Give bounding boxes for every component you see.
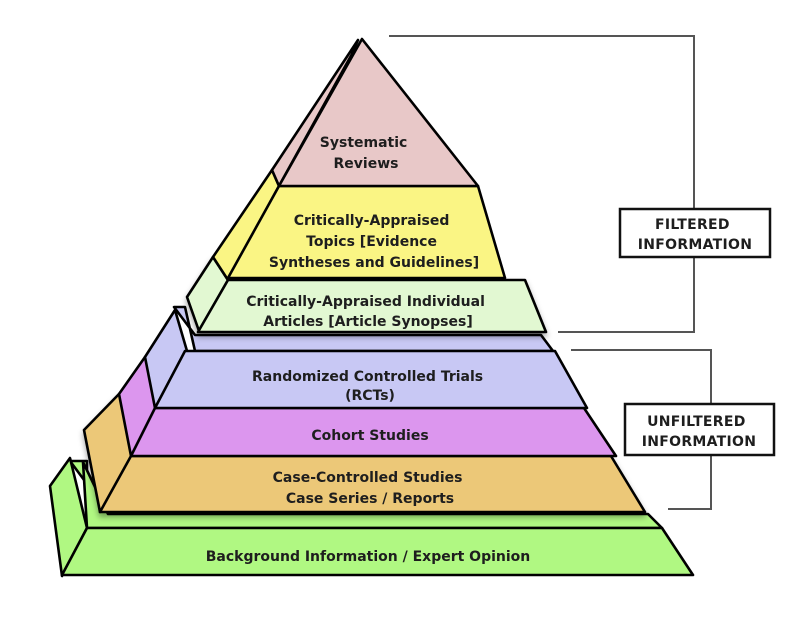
cohort-studies-label: Cohort Studies: [311, 428, 428, 444]
background-front-face: [60, 526, 695, 577]
unfiltered-information-box: [623, 402, 776, 457]
label-line: Case Series / Reports: [286, 491, 454, 507]
label-line: Articles [Article Synopses]: [263, 314, 473, 330]
articles-front-face: [196, 278, 548, 334]
layer-labels: Systematic Reviews Critically-Appraised …: [206, 135, 531, 565]
unfiltered-information-bracket: UNFILTERED INFORMATION: [571, 349, 776, 510]
label-line: Randomized Controlled Trials: [252, 369, 483, 385]
filtered-bracket-line-lower: [558, 257, 695, 333]
layer-critically-appraised-topics: [211, 168, 507, 282]
label-line: (RCTs): [345, 388, 395, 404]
unfiltered-information-label: UNFILTERED INFORMATION: [642, 414, 757, 450]
systematic-front-face: [277, 37, 480, 188]
label-line: Topics [Evidence: [306, 234, 437, 250]
rcts-label: Randomized Controlled Trials (RCTs): [252, 369, 488, 404]
layer-systematic-reviews: [270, 37, 480, 188]
label-line: Background Information / Expert Opinion: [206, 549, 531, 565]
label-line: Reviews: [334, 156, 399, 172]
systematic-side-face: [270, 38, 360, 188]
case-controlled-label: Case-Controlled Studies Case Series / Re…: [273, 470, 468, 507]
label-line: FILTERED: [655, 217, 730, 233]
label-line: Case-Controlled Studies: [273, 470, 463, 486]
filtered-bracket-line: [389, 35, 695, 210]
unfiltered-bracket-line-lower: [668, 455, 712, 510]
label-line: Systematic: [320, 135, 408, 151]
layer-rcts: [143, 305, 589, 410]
filtered-information-bracket: FILTERED INFORMATION: [389, 35, 772, 333]
rct-front-face: [153, 349, 589, 410]
background-information-label: Background Information / Expert Opinion: [206, 549, 531, 565]
label-line: INFORMATION: [638, 237, 753, 253]
label-line: Cohort Studies: [311, 428, 428, 444]
label-line: INFORMATION: [642, 434, 757, 450]
critically-appraised-articles-label: Critically-Appraised Individual Articles…: [246, 294, 490, 330]
layer-background-information: [48, 456, 695, 578]
filtered-information-box: [618, 207, 772, 259]
label-line: Critically-Appraised: [294, 213, 450, 229]
unfiltered-bracket-line: [571, 349, 712, 404]
label-line: UNFILTERED: [647, 414, 746, 430]
label-line: Syntheses and Guidelines]: [269, 255, 479, 271]
critically-appraised-topics-label: Critically-Appraised Topics [Evidence Sy…: [269, 213, 479, 271]
label-line: Critically-Appraised Individual: [246, 294, 485, 310]
systematic-reviews-label: Systematic Reviews: [320, 135, 412, 172]
filtered-information-label: FILTERED INFORMATION: [638, 217, 753, 253]
